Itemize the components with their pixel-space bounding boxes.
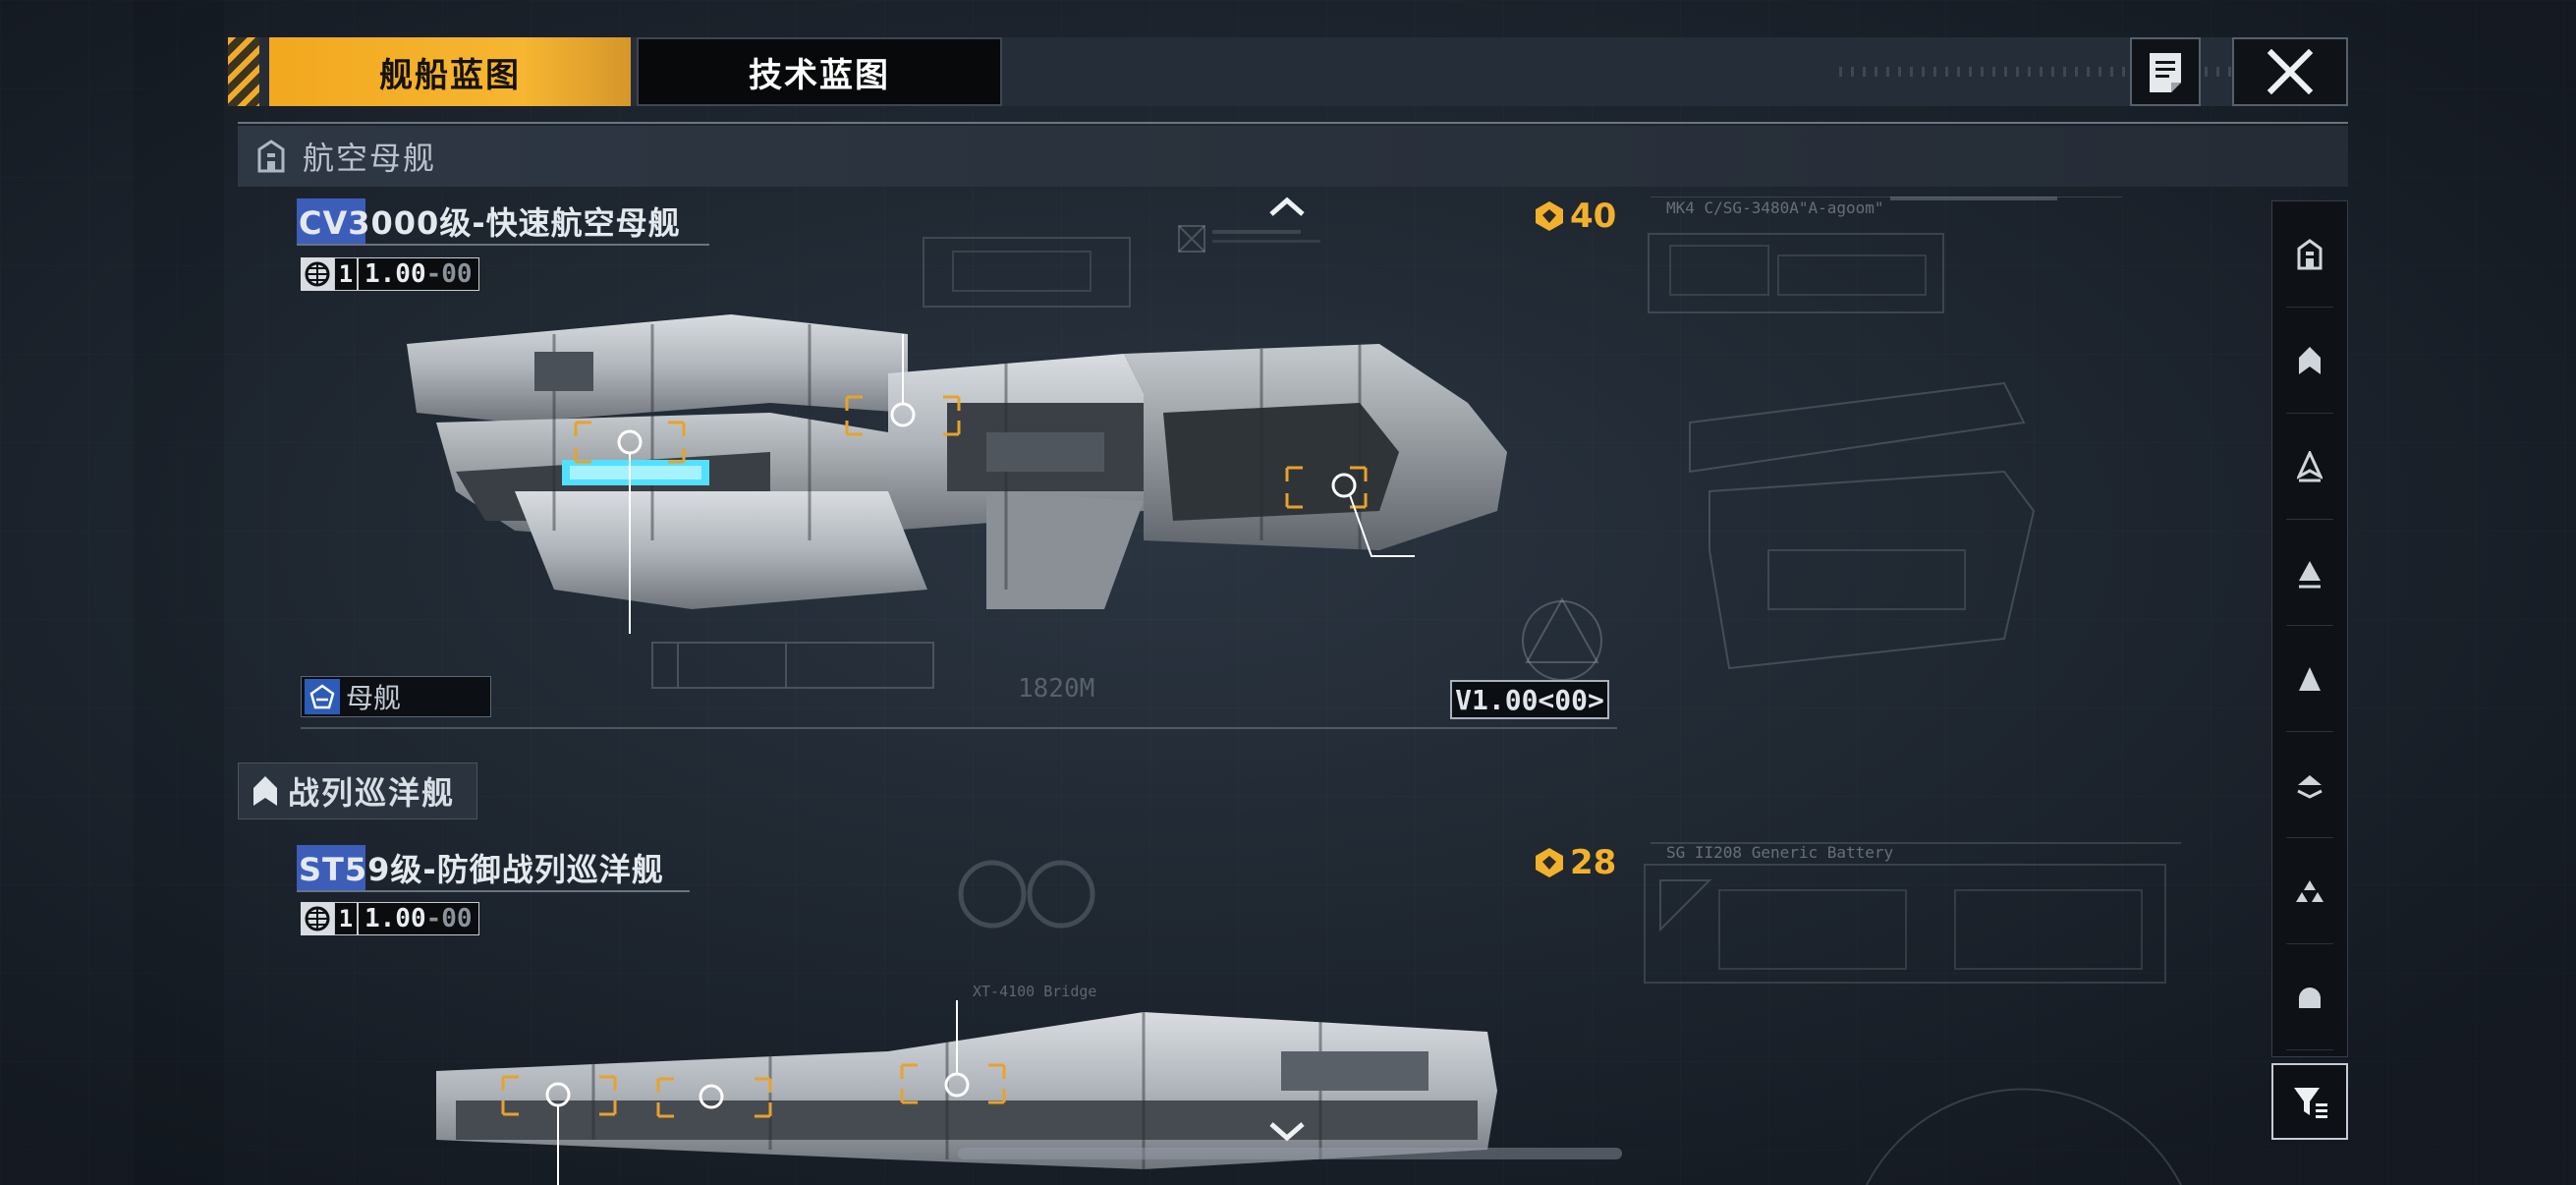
carrier-class-icon bbox=[252, 137, 291, 176]
ship-title[interactable]: ST59级-防御战列巡洋舰 bbox=[297, 845, 664, 890]
section-label-carrier: 航空母舰 bbox=[303, 140, 437, 177]
ship-level-tag: 1 1.00-00 bbox=[301, 257, 479, 291]
triangle-diagram bbox=[1522, 596, 1602, 681]
hardpoint-marker[interactable] bbox=[841, 330, 969, 448]
hardpoint-marker[interactable] bbox=[1277, 452, 1415, 570]
scroll-down-button[interactable] bbox=[1267, 1118, 1307, 1148]
ship-level-prefix: 1 bbox=[334, 902, 358, 935]
rail-item-carrier[interactable] bbox=[2272, 201, 2347, 308]
memo-icon bbox=[2150, 53, 2181, 92]
ship-version-tag: V1.00<00> bbox=[1450, 680, 1609, 719]
ship-type-label: 母舰 bbox=[346, 682, 402, 714]
fighter-class-icon bbox=[2296, 880, 2324, 902]
carrier-class-icon bbox=[2297, 239, 2323, 270]
filter-icon bbox=[2294, 1088, 2327, 1118]
ship-type-tag[interactable]: 母舰 bbox=[301, 676, 491, 717]
hardpoint-marker[interactable] bbox=[566, 413, 694, 639]
hardpoint-marker[interactable] bbox=[652, 1073, 780, 1132]
scroll-up-button[interactable] bbox=[1267, 193, 1307, 222]
corvette-class-icon bbox=[2297, 775, 2323, 799]
ship-level-suffix: -00 bbox=[425, 904, 473, 933]
top-bar-decoration bbox=[1839, 67, 2330, 77]
chevron-up-icon bbox=[1269, 197, 1305, 216]
rail-item-fighter[interactable] bbox=[2272, 838, 2347, 944]
blueprint-currency-icon bbox=[1536, 201, 1563, 231]
ship-level-value: 1.00-00 bbox=[358, 902, 479, 935]
ship-cost: 40 bbox=[1533, 197, 1616, 236]
rail-item-auxiliary[interactable] bbox=[2272, 944, 2347, 1050]
carrier-ship-model[interactable] bbox=[397, 295, 1517, 629]
length-schematic bbox=[651, 642, 934, 689]
frigate-class-icon bbox=[2299, 667, 2321, 691]
tab-ship-blueprint[interactable]: 舰船蓝图 bbox=[269, 37, 631, 106]
schematic-label: SG II208 Generic Battery bbox=[1666, 843, 1894, 862]
mothership-icon bbox=[305, 679, 340, 714]
background-schematic-3 bbox=[1644, 842, 2182, 1185]
ship-level-value: 1.00-00 bbox=[358, 257, 479, 291]
background-schematic-1 bbox=[923, 225, 1320, 308]
rail-item-destroyer[interactable] bbox=[2272, 414, 2347, 520]
rail-item-frigate[interactable] bbox=[2272, 626, 2347, 732]
tab-tech-blueprint[interactable]: 技术蓝图 bbox=[637, 37, 1002, 106]
rail-item-cruiser[interactable] bbox=[2272, 520, 2347, 626]
bridge-label: XT-4100 Bridge bbox=[973, 983, 1097, 1000]
rail-item-battlecruiser[interactable] bbox=[2272, 308, 2347, 414]
chevron-down-icon bbox=[1269, 1122, 1305, 1142]
ship-level-suffix: -00 bbox=[425, 259, 473, 289]
memo-button[interactable] bbox=[2130, 37, 2201, 106]
destroyer-class-icon bbox=[2297, 451, 2323, 482]
close-button[interactable] bbox=[2232, 37, 2348, 106]
ship-title-underline bbox=[297, 890, 690, 892]
ship-level-tag: 1 1.00-00 bbox=[301, 902, 479, 935]
section-header-carrier: 航空母舰 bbox=[238, 126, 2348, 187]
ship-class-rail bbox=[2271, 200, 2348, 1057]
schematic-label: MK4 C/SG-3480A"A-agoom" bbox=[1666, 198, 1884, 217]
section-header-battlecruiser: 战列巡洋舰 bbox=[238, 762, 477, 819]
ship-length-label: 1820M bbox=[1018, 674, 1095, 704]
ship-level-prefix: 1 bbox=[334, 257, 358, 291]
top-bar-stripe bbox=[228, 37, 259, 106]
globe-icon bbox=[301, 257, 334, 291]
horizontal-scrollbar[interactable] bbox=[958, 1148, 1622, 1159]
auxiliary-class-icon bbox=[2299, 988, 2321, 1008]
close-icon bbox=[2267, 48, 2314, 95]
blueprint-currency-icon bbox=[1536, 848, 1563, 877]
ship-cost: 28 bbox=[1533, 843, 1616, 882]
ship-level-main: 1.00 bbox=[364, 259, 426, 289]
ship-title-underline bbox=[297, 244, 709, 246]
filter-button[interactable] bbox=[2271, 1063, 2348, 1140]
ship-cost-value: 40 bbox=[1570, 197, 1617, 236]
ring-diagram bbox=[958, 860, 1095, 929]
hardpoint-marker[interactable] bbox=[497, 1071, 625, 1185]
left-shade bbox=[134, 0, 224, 1185]
ship-cost-value: 28 bbox=[1570, 843, 1617, 882]
ship-level-main: 1.00 bbox=[364, 904, 426, 933]
battlecruiser-class-icon bbox=[2299, 347, 2321, 374]
background-schematic-2 bbox=[1648, 197, 2122, 670]
battlecruiser-class-icon bbox=[249, 771, 282, 811]
cruiser-class-icon bbox=[2299, 561, 2321, 589]
hardpoint-marker[interactable] bbox=[896, 998, 1024, 1116]
top-bar: 舰船蓝图 技术蓝图 bbox=[228, 37, 2348, 106]
rail-item-corvette[interactable] bbox=[2272, 732, 2347, 838]
section-label-battlecruiser: 战列巡洋舰 bbox=[288, 774, 456, 812]
ship-title[interactable]: CV3000级-快速航空母舰 bbox=[297, 198, 681, 244]
scale-line bbox=[301, 727, 1617, 729]
globe-icon bbox=[301, 902, 334, 935]
top-divider bbox=[238, 122, 2348, 124]
